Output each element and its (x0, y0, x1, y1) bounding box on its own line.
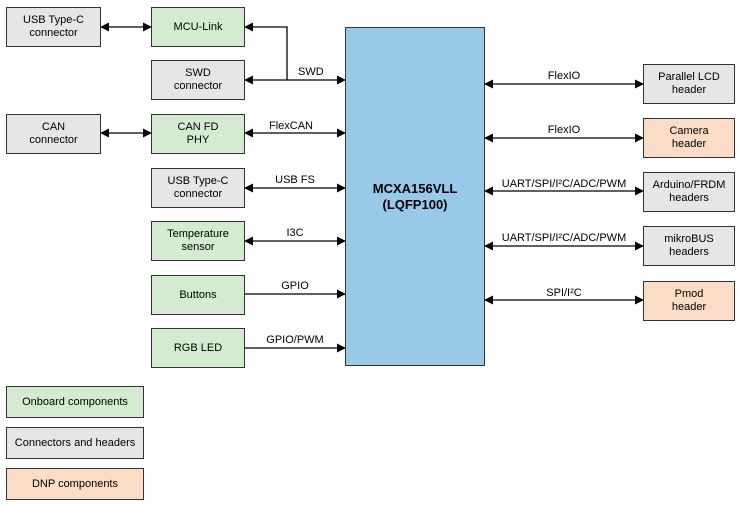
usb-type-c-connector-center: USB Type-C connector (151, 168, 245, 208)
i3c-signal-label: I3C (286, 227, 304, 239)
pmod-header: Pmod header (643, 281, 735, 321)
mikrobus-headers: mikroBUS headers (643, 226, 735, 266)
flexcan-signal-label: FlexCAN (268, 120, 314, 132)
camera-header: Camera header (643, 118, 735, 158)
legend-dnp-components: DNP components (6, 468, 144, 500)
swd-connector: SWD connector (151, 60, 245, 100)
gpio-pwm-signal-label: GPIO/PWM (266, 334, 324, 346)
uart-mikrobus-signal-label: UART/SPI/I²C/ADC/PWM (501, 232, 627, 244)
swd-signal-label: SWD (298, 66, 324, 78)
temperature-sensor-block: Temperature sensor (151, 221, 245, 261)
mculink-to-swd-line (244, 22, 288, 80)
parallel-lcd-header: Parallel LCD header (643, 64, 735, 104)
usb-fs-signal-label: USB FS (275, 174, 315, 186)
uart-arduino-signal-label: UART/SPI/I²C/ADC/PWM (501, 178, 627, 190)
legend-connectors-and-headers: Connectors and headers (6, 427, 144, 459)
mcu-link-block: MCU-Link (151, 7, 245, 47)
flexio-camera-signal-label: FlexIO (547, 124, 581, 136)
rgb-led-block: RGB LED (151, 328, 245, 368)
legend-onboard-components: Onboard components (6, 386, 144, 418)
flexio-lcd-signal-label: FlexIO (547, 70, 581, 82)
mcu-block: MCXA156VLL (LQFP100) (345, 27, 485, 366)
can-fd-phy-block: CAN FD PHY (151, 114, 245, 154)
can-connector: CAN connector (6, 114, 101, 154)
gpio-signal-label: GPIO (281, 280, 309, 292)
buttons-block: Buttons (151, 275, 245, 315)
arduino-frdm-headers: Arduino/FRDM headers (643, 172, 735, 212)
usb-type-c-connector-left: USB Type-C connector (6, 7, 101, 47)
spi-i2c-signal-label: SPI/I²C (546, 287, 582, 299)
